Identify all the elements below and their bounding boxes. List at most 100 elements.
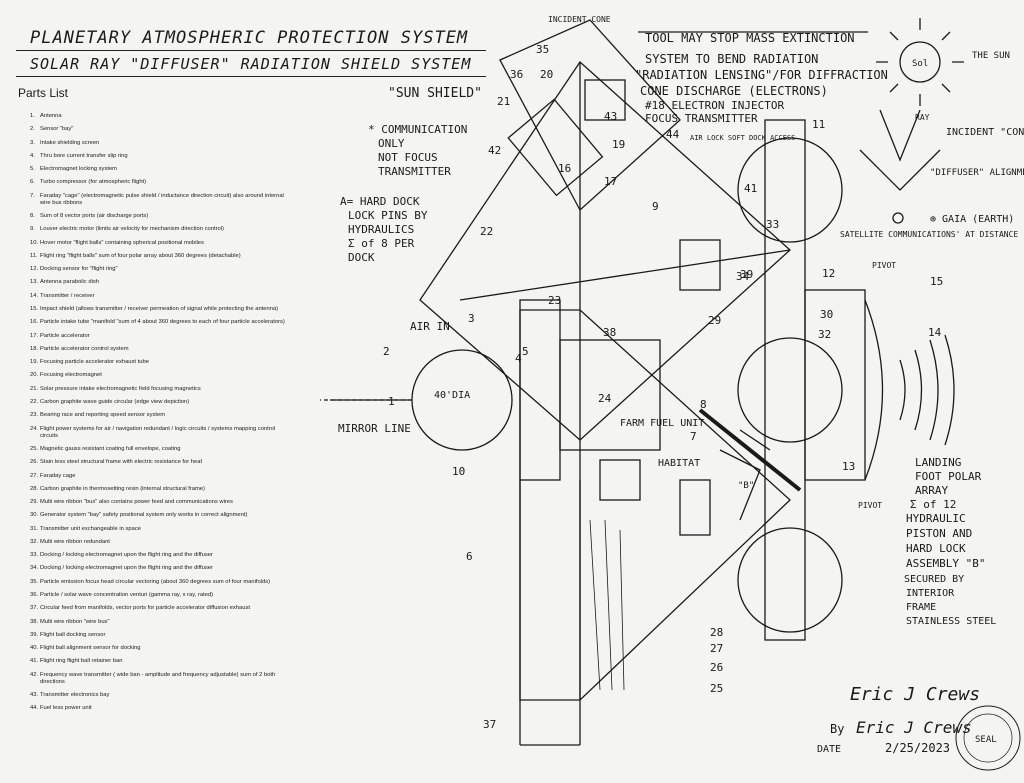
parts-list-item: 41.Flight ring flight ball retainer ban: [30, 658, 285, 665]
parts-list-number: 20.: [30, 372, 39, 379]
landing-note-2: FOOT POLAR: [915, 470, 982, 483]
callout-43: 43: [604, 110, 617, 123]
callout-14: 14: [928, 326, 942, 339]
parts-list-item: 10.Hover motor "flight balls" containing…: [30, 240, 285, 247]
flight-ball-bottom: [737, 527, 843, 633]
the-sun-label: THE SUN: [972, 51, 1010, 61]
parts-list-item: 12.Docking sensor for "flight ring": [30, 266, 285, 273]
ray-label: RAY: [915, 113, 930, 122]
parts-list-item: 6.Turbo compressor (for atmospheric flig…: [30, 179, 285, 186]
parts-list-text: Particle emission focus head circular ve…: [40, 578, 271, 585]
parts-list-number: 8.: [30, 213, 35, 220]
parts-list-text: Transmitter unit exchangeable in space: [40, 525, 141, 532]
parts-list-number: 15.: [30, 306, 39, 313]
parts-list-text: Carbon graphite in thermosetting resin (…: [40, 485, 205, 492]
parts-list-text: Multi wire ribbon "bus" also contains po…: [40, 499, 233, 506]
parts-list-text: Faraday "cage" (electromagnetic pulse sh…: [40, 192, 284, 206]
parts-list-number: 9.: [30, 226, 35, 233]
parts-list-number: 11.: [30, 252, 38, 259]
emitter-head: [499, 19, 681, 212]
sol-label: Sol: [912, 59, 928, 69]
habitat-structure: [719, 429, 771, 521]
parts-list-text: Focusing electromagnet: [40, 372, 102, 379]
injector-note-1: #18 ELECTRON INJECTOR: [645, 99, 784, 112]
parts-list-item: 17.Particle accelerator: [30, 333, 285, 340]
parts-list-item: 35.Particle emission focus head circular…: [30, 579, 285, 586]
parts-list-item: 28.Carbon graphite in thermosetting resi…: [30, 486, 285, 493]
parts-list-text: Multi wire ribbon "wire bus": [40, 618, 110, 625]
parts-list-text: Focusing particle accelerator exhaust tu…: [40, 359, 149, 366]
landing-note-8: ASSEMBLY "B": [906, 557, 985, 570]
parabolic-dish: [864, 299, 884, 481]
callout-20: 20: [540, 68, 553, 81]
parts-list-item: 18.Particle accelerator control system: [30, 346, 285, 353]
callout-44: 44: [666, 128, 680, 141]
incident-cone-top-label: INCIDENT CONE: [548, 15, 611, 24]
parts-list-text: Docking / locking electromagnet upon the…: [40, 552, 213, 559]
callout-13: 13: [842, 460, 855, 473]
parts-list-item: 22.Carbon graphite wave guide circular (…: [30, 399, 285, 406]
parts-list-item: 34.Docking / locking electromagnet upon …: [30, 565, 285, 572]
parts-list-text: Turbo compressor (for atmospheric flight…: [40, 179, 147, 186]
parts-list-item: 30.Generator system "bay" safety positio…: [30, 512, 285, 519]
callout-29: 29: [708, 314, 721, 327]
parts-list-text: Frequency wave transmitter ( wide ban - …: [40, 671, 276, 685]
parts-list-item: 3.Intake shielding screen: [30, 140, 285, 147]
frame-column: [519, 299, 561, 481]
parts-list-number: 40.: [30, 645, 39, 652]
date-label: DATE: [817, 744, 841, 755]
parts-list-text: Louver electric motor (limits air veloci…: [40, 226, 224, 233]
parts-list-number: 5.: [30, 166, 35, 173]
callout-16: 16: [558, 162, 571, 175]
by-label: By: [830, 722, 844, 736]
parts-list-item: 29.Multi wire ribbon "bus" also contains…: [30, 499, 285, 506]
hard-dock-note-5: DOCK: [348, 251, 375, 264]
parts-list-text: Docking / locking electromagnet upon the…: [40, 565, 213, 572]
parts-list-text: Particle / solar wave concentration vent…: [40, 592, 214, 599]
parts-list-number: 39.: [30, 631, 39, 638]
parts-list-item: 14.Transmitter / receiver: [30, 293, 285, 300]
parts-list-item: 7.Faraday "cage" (electromagnetic pulse …: [30, 193, 285, 207]
parts-list-number: 30.: [30, 512, 39, 519]
parts-list-number: 37.: [30, 605, 39, 612]
parts-list-item: 42.Frequency wave transmitter ( wide ban…: [30, 672, 285, 686]
parts-list-number: 10.: [30, 239, 39, 246]
landing-note-7: HARD LOCK: [906, 542, 966, 555]
diffuser-axis-lines: [459, 62, 791, 700]
diameter-label: 40'DIA: [434, 390, 470, 401]
electronics-bay: [584, 79, 626, 121]
parts-list-text: Flight ring flight ball retainer ban: [40, 658, 123, 665]
injector-note-2: FOCUS TRANSMITTER: [645, 112, 758, 125]
parts-list-item: 2.Sensor "bay": [30, 126, 285, 133]
callout-1: 1: [388, 395, 395, 408]
date-value: 2/25/2023: [885, 741, 950, 755]
parts-list-text: Faraday cage: [40, 472, 76, 479]
parts-list-item: 39.Flight ball docking sensor: [30, 632, 285, 639]
callout-24: 24: [598, 392, 612, 405]
landing-note-9: SECURED BY: [904, 574, 964, 585]
parts-list-text: Generator system "bay" safety positional…: [40, 512, 248, 519]
callout-30: 30: [820, 308, 833, 321]
bend-note-1: SYSTEM TO BEND RADIATION: [645, 52, 818, 66]
hard-dock-note-2: LOCK PINS BY: [348, 209, 428, 222]
parts-list-number: 12.: [30, 266, 39, 273]
parts-list-number: 42.: [30, 671, 39, 678]
mirror-line-label: MIRROR LINE: [338, 422, 411, 435]
tool-note: TOOL MAY STOP MASS EXTINCTION: [645, 31, 855, 45]
transmitter-unit: [804, 289, 866, 481]
parts-list-item: 32.Multi wire ribbon redundant: [30, 539, 285, 546]
callout-39: 39: [740, 268, 753, 281]
parts-list-item: 24.Flight power systems for air / naviga…: [30, 426, 285, 440]
callout-28: 28: [710, 626, 723, 639]
parts-list-text: Antenna: [40, 113, 62, 119]
parts-list-item: 4.Thru bore current transfer slip ring: [30, 153, 285, 160]
parts-list-text: Solar pressure intake electromagnetic fi…: [40, 385, 201, 392]
parts-list-text: Particle accelerator: [40, 332, 90, 339]
callout-10: 10: [452, 465, 465, 478]
parts-list-item: 31.Transmitter unit exchangeable in spac…: [30, 526, 285, 533]
incident-cone-rays: [859, 109, 941, 191]
parts-list-number: 18.: [30, 345, 39, 352]
callout-9: 9: [652, 200, 659, 213]
parts-list-text: Sensor "bay": [40, 126, 74, 133]
callout-4: 4: [515, 352, 522, 365]
